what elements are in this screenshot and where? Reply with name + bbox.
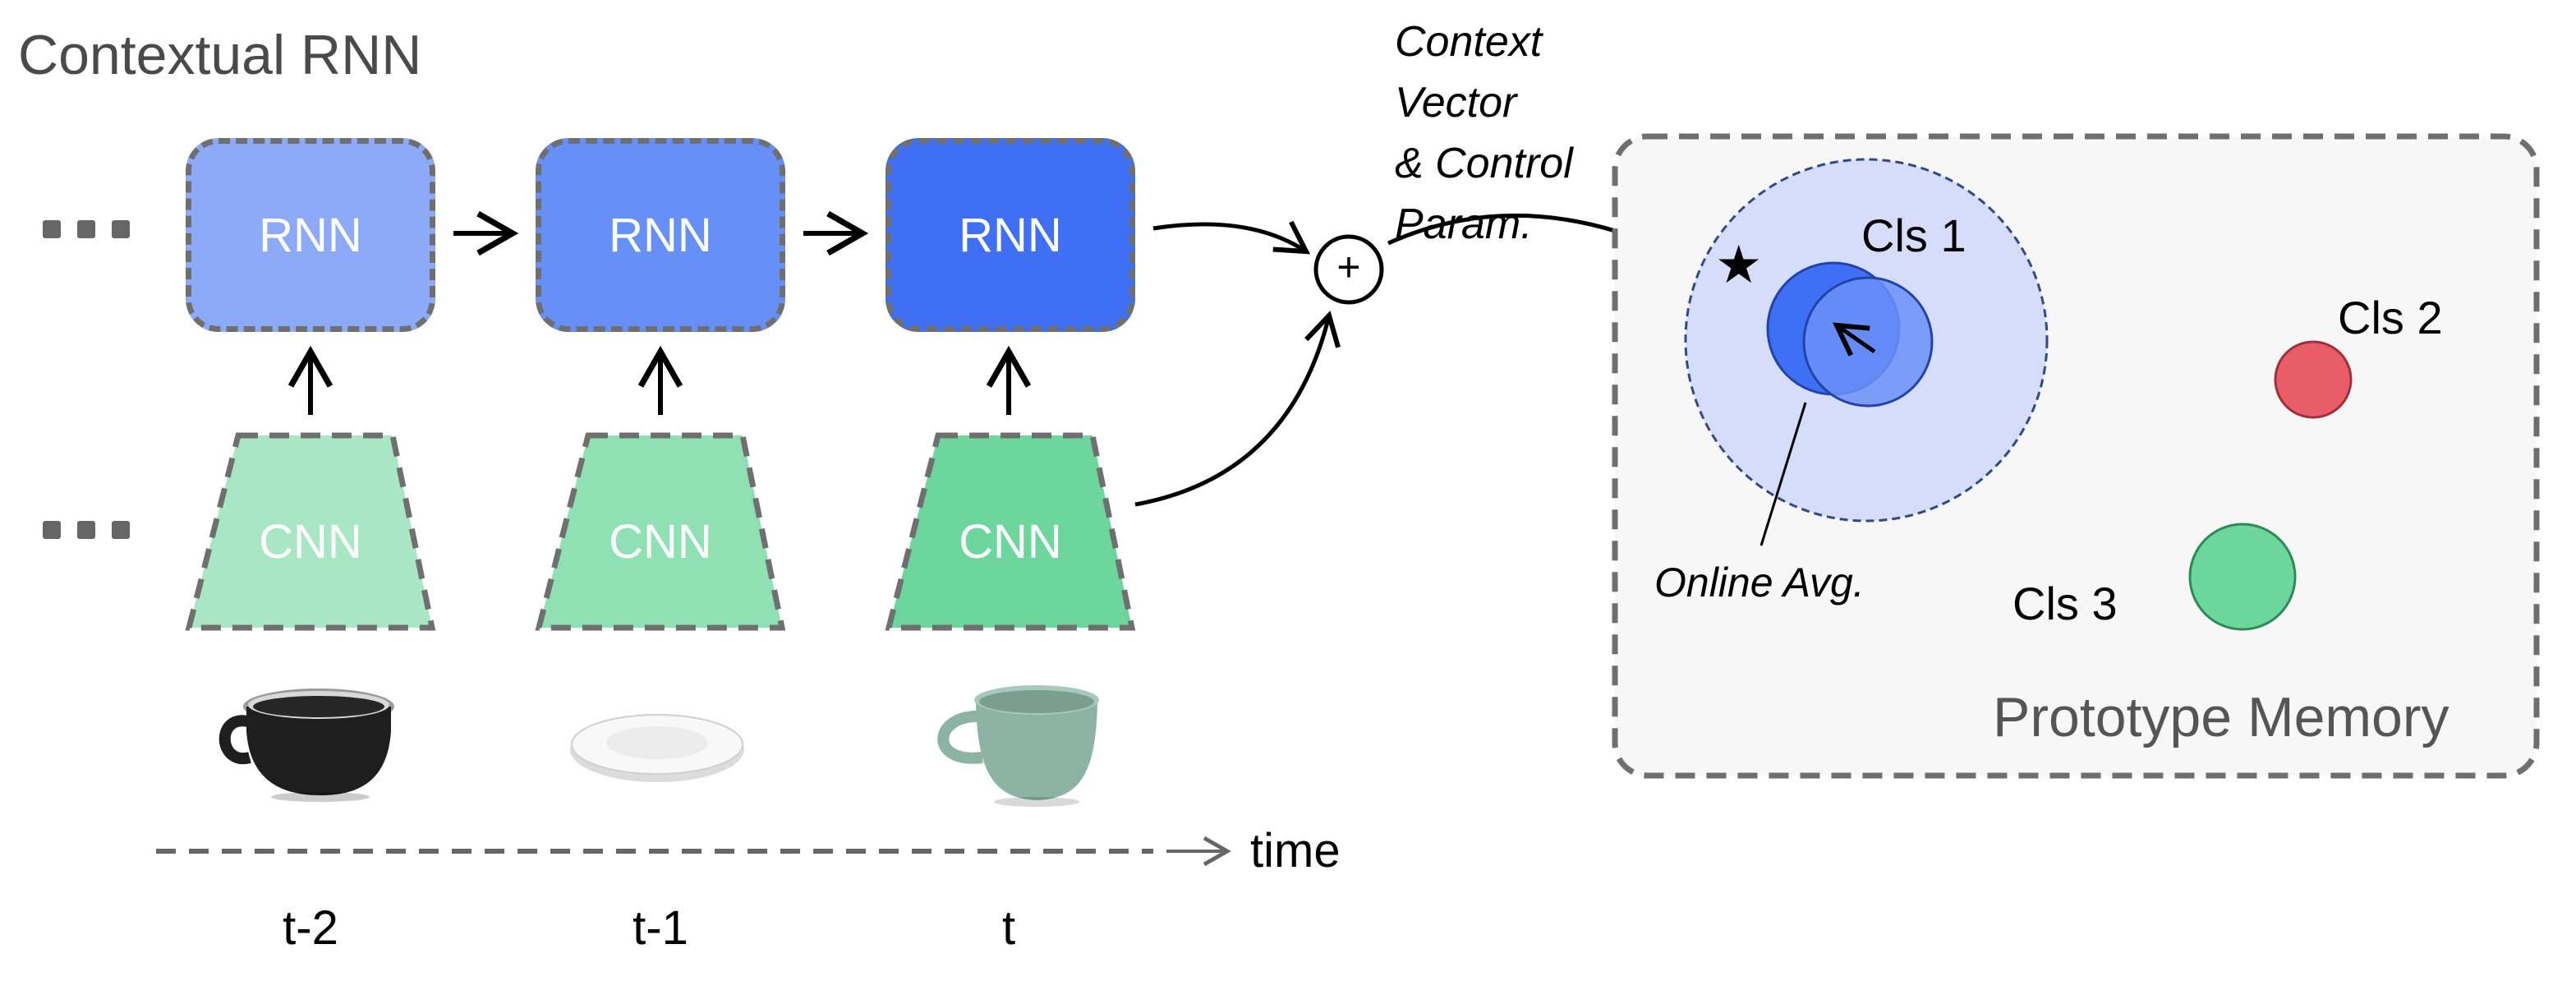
plus-circle <box>1313 234 1384 305</box>
online-avg-arrow <box>1833 322 1876 357</box>
cls1-prototype-new <box>1802 276 1934 408</box>
arrow-cnn-to-plus <box>1134 311 1341 507</box>
time-step-t-2: t-2 <box>283 901 338 955</box>
prototype-memory-title: Prototype Memory <box>1993 686 2450 748</box>
context-vector-line-1: Context Vector <box>1395 18 1543 127</box>
cnn-label-2: CNN <box>609 515 712 569</box>
ellipsis-top <box>43 220 130 238</box>
context-vector-line-3: Param. <box>1395 200 1533 248</box>
context-vector-line-2: & Control <box>1395 140 1573 187</box>
online-avg-label: Online Avg. <box>1654 560 1865 606</box>
cnn-label-3: CNN <box>959 515 1062 569</box>
time-step-t-1: t-1 <box>632 901 688 955</box>
cls3-prototype <box>2188 523 2297 631</box>
time-step-t: t <box>1001 901 1016 955</box>
cnn-trapezoid-1 <box>185 432 436 631</box>
rnn-cell-1: RNN <box>186 138 435 332</box>
arrow-rnn-to-plus <box>1152 220 1311 255</box>
cnn-trapezoid-3 <box>885 432 1136 631</box>
cls1-label: Cls 1 <box>1861 210 1966 261</box>
plus-symbol: + <box>1336 244 1361 290</box>
diagram-title: Contextual RNN <box>18 24 422 86</box>
ellipsis-bottom <box>43 521 130 539</box>
rnn-cell-2: RNN <box>536 138 785 332</box>
cls2-label: Cls 2 <box>2338 292 2443 343</box>
star-icon: ★ <box>1715 235 1763 294</box>
cls2-prototype <box>2274 340 2353 419</box>
cls3-label: Cls 3 <box>2012 578 2118 629</box>
time-label: time <box>1250 824 1341 877</box>
cnn-trapezoid-2 <box>535 432 786 631</box>
black-cup-icon <box>218 689 394 802</box>
green-cup-icon <box>937 685 1099 807</box>
cnn-label-1: CNN <box>259 515 362 569</box>
online-avg-leader <box>1760 402 1807 546</box>
context-vector-label: Context Vector & Control Param. <box>1395 12 1641 255</box>
white-plate-icon <box>570 714 744 782</box>
rnn-cell-3: RNN <box>886 138 1135 332</box>
